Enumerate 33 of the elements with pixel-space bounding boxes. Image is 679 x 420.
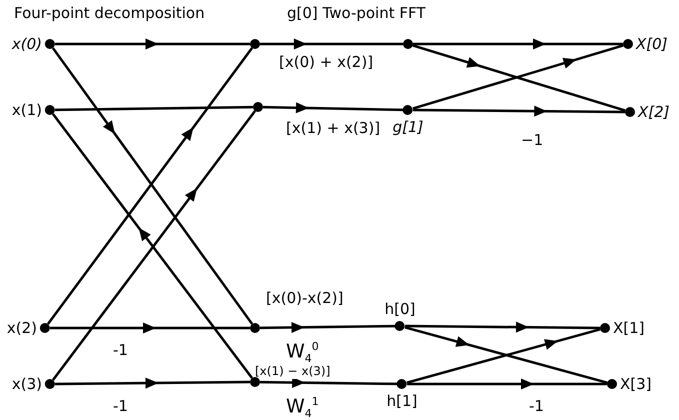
- arrow: [407, 378, 607, 390]
- arrow: [55, 38, 250, 50]
- arrow: [260, 38, 403, 50]
- node-label: x(2): [6, 320, 37, 336]
- node-label: X[0]: [636, 36, 668, 52]
- edge-label: [x(0)-x(2)]: [265, 290, 344, 306]
- arrow: [404, 322, 600, 333]
- edge-label: -1: [528, 398, 545, 414]
- arrow: [262, 102, 404, 114]
- edge-label: -1: [112, 398, 129, 414]
- edge-label: [x(1) − x(3)]: [254, 363, 332, 379]
- node-label: h[0]: [384, 301, 416, 317]
- node-label: X[2]: [638, 104, 670, 120]
- node-label: g[1]: [392, 119, 424, 135]
- arrow: [413, 38, 623, 50]
- signal-line: [54, 106, 254, 112]
- arrow: [412, 106, 626, 117]
- node-label: X[1]: [613, 320, 645, 336]
- edge-label: −1: [520, 132, 544, 148]
- node-label: x(3): [12, 376, 42, 392]
- heading: g[0] Two-point FFT: [287, 4, 426, 22]
- node-label: h[1]: [386, 393, 418, 409]
- arrow: [260, 377, 398, 388]
- arrow: [54, 378, 250, 389]
- edge-label: [x(0) + x(2)]: [278, 54, 374, 70]
- node-label: x(1): [12, 102, 42, 118]
- arrow: [50, 322, 250, 334]
- arrow: [260, 322, 396, 333]
- node-label: X[3]: [620, 376, 652, 392]
- edge-label: -1: [112, 342, 129, 358]
- heading: Four-point decomposition: [14, 4, 205, 22]
- edge-label: [x(1) + x(3)]: [285, 120, 382, 136]
- node-label: x(0): [12, 36, 42, 52]
